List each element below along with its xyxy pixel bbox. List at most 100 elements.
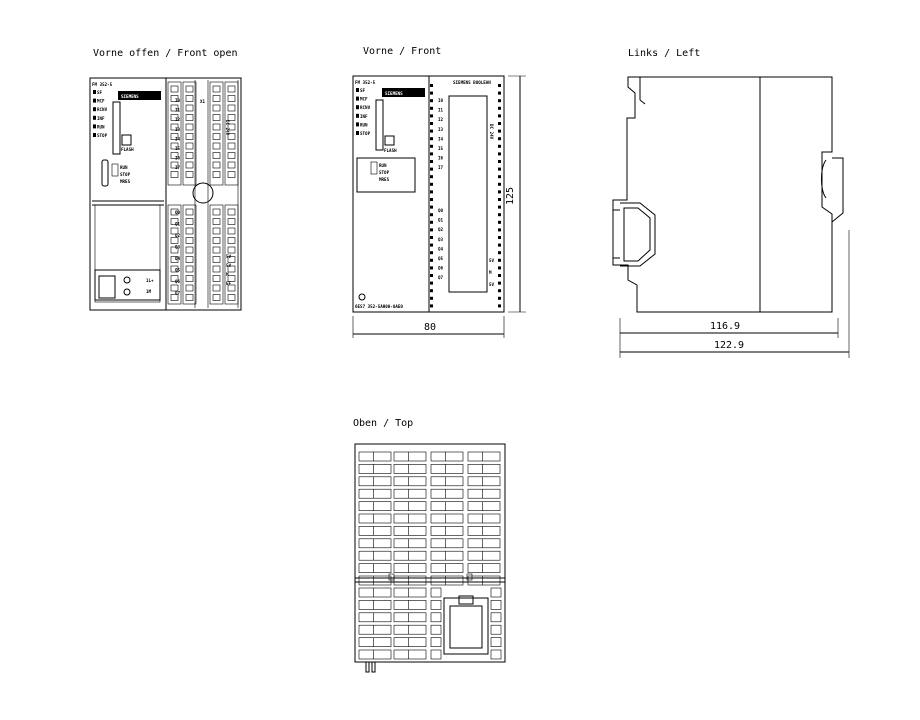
edge-tick [430, 122, 433, 125]
led-label: MCF [360, 97, 368, 102]
left-dimension-outer: 122.9 [714, 340, 744, 351]
terminal-cell [227, 256, 236, 263]
terminal-cell [227, 133, 236, 140]
terminal-slot [490, 612, 502, 623]
terminal-cell [212, 161, 221, 169]
led-label: MCF [97, 99, 105, 104]
terminal-cell [170, 275, 179, 282]
terminal-cell [185, 161, 194, 169]
terminal-cell [185, 256, 194, 263]
terminal-cell [185, 85, 194, 93]
input-label: I6 [175, 156, 181, 161]
terminal-slot [358, 649, 392, 660]
terminal-cell [227, 85, 236, 93]
top-latch-tab [466, 573, 473, 581]
terminal-slot [430, 501, 464, 511]
output-label: Q4 [175, 256, 181, 261]
terminal-cell [185, 142, 194, 150]
terminal-cell [170, 152, 179, 159]
terminal-cell [212, 265, 221, 273]
terminal-slot [430, 575, 464, 586]
terminal-slot [430, 649, 442, 660]
terminal-slot [430, 587, 442, 598]
front-order-number: 6ES7 352-5AH00-0AE0 [355, 304, 403, 309]
terminal-cell [212, 104, 221, 112]
left-dimension-inner: 116.9 [710, 321, 740, 332]
terminal-cell [212, 227, 221, 235]
terminal-cell [212, 142, 221, 150]
left-bus-connector [620, 202, 656, 267]
edge-tick [498, 152, 501, 156]
supply-label: EF [226, 281, 232, 286]
led-label: STOP [360, 131, 371, 136]
terminal-slot [358, 526, 392, 536]
input-label: I1 [438, 108, 444, 113]
terminal-slot [358, 476, 392, 487]
terminal-slot [358, 451, 392, 462]
terminal-slot [430, 526, 464, 536]
terminal-slot [467, 464, 501, 474]
supply-label: 5V [226, 254, 232, 259]
front-top-label: SIEMENS BOOLEAN [453, 80, 491, 85]
edge-tick [498, 274, 501, 277]
output-label: Q7 [438, 275, 444, 280]
terminal-cell [227, 95, 236, 102]
input-label: I0 [438, 98, 444, 103]
input-label: I5 [175, 146, 181, 151]
terminal-slot [393, 637, 427, 647]
terminal-cell [212, 218, 221, 225]
edge-tick [498, 304, 501, 308]
edge-tick [498, 281, 501, 285]
terminal-slot [358, 575, 392, 586]
output-label: Q5 [438, 256, 444, 261]
edge-tick [498, 213, 501, 217]
terminal-slot [358, 637, 392, 647]
left-caption: Links / Left [628, 48, 700, 59]
left-latch [831, 157, 844, 223]
terminal-cell [212, 171, 221, 178]
front-module-label: FM 352-5 [355, 80, 376, 85]
output-label: Q3 [175, 245, 181, 250]
terminal-cell [185, 227, 194, 235]
terminal-cell [227, 142, 236, 150]
input-label: I4 [175, 136, 181, 141]
edge-tick [498, 251, 501, 255]
edge-tick [430, 198, 433, 201]
switch-position-label: STOP [120, 172, 131, 177]
top-pin [371, 661, 376, 673]
edge-tick [498, 266, 501, 270]
front-open-module-label: FM 352-5 [92, 82, 113, 87]
led-label: INF [97, 116, 105, 121]
led-label: RUN [97, 124, 105, 129]
led-indicator [93, 107, 96, 112]
terminal-slot [393, 600, 427, 610]
switch-position-label: STOP [379, 170, 390, 175]
edge-tick [498, 167, 501, 171]
front-open-caption: Vorne offen / Front open [93, 48, 238, 59]
terminal-cell [212, 256, 221, 263]
terminal-cell [185, 208, 194, 216]
terminal-cell [170, 104, 179, 112]
terminal-strip [167, 81, 182, 186]
terminal-slot [358, 513, 392, 524]
led-indicator [356, 122, 359, 127]
terminal-slot [490, 587, 502, 598]
terminal-cell [212, 284, 221, 292]
terminal-cell [170, 284, 179, 292]
edge-tick [498, 236, 501, 239]
terminal-slot [430, 538, 464, 549]
terminal-cell [227, 284, 236, 292]
front-open-mode-switch [101, 159, 109, 187]
terminal-slot [393, 538, 427, 549]
terminal-cell [227, 152, 236, 159]
front-open-badge-text: SIEMENS [121, 94, 139, 99]
terminal-slot [467, 513, 501, 524]
led-indicator [356, 131, 359, 135]
terminal-slot [467, 501, 501, 511]
terminal-strip [209, 81, 224, 186]
led-indicator [93, 115, 96, 120]
output-label: Q0 [438, 208, 444, 213]
front-width-dimension: 80 [424, 322, 436, 333]
